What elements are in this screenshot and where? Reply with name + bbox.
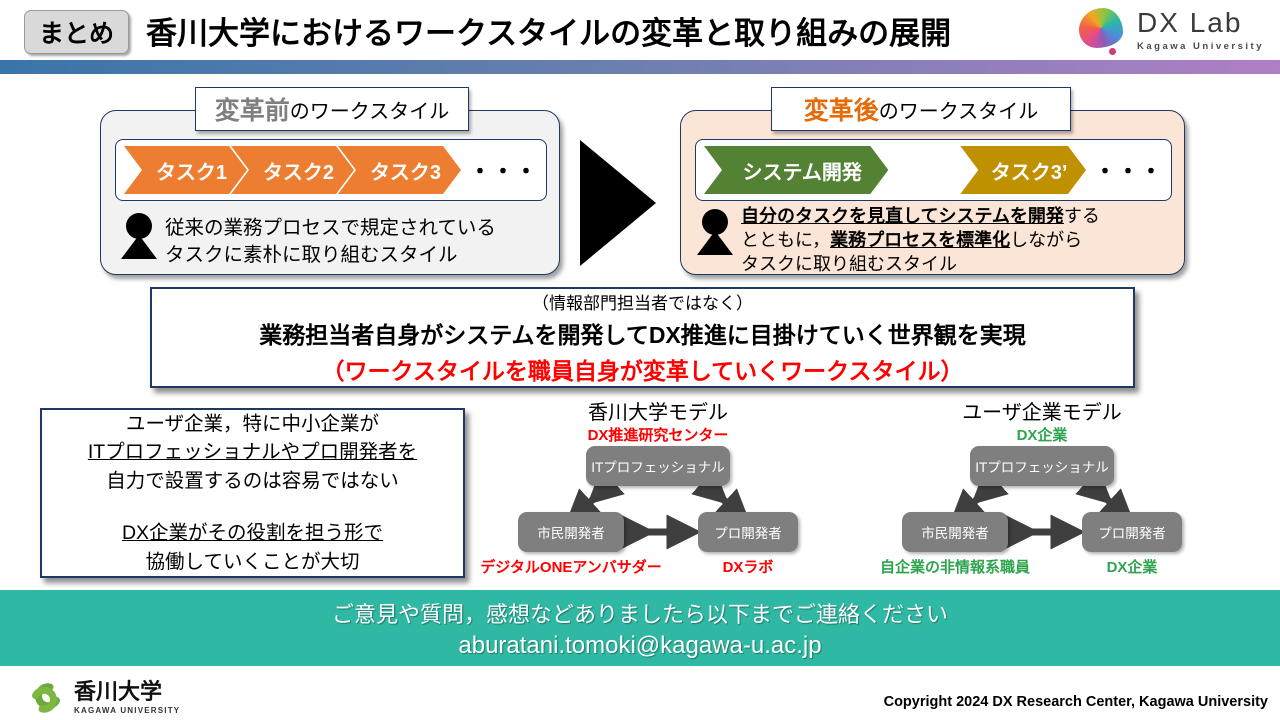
ellipsis-dots: ・・・ xyxy=(469,159,539,184)
note-line3: 自力で設置するのは容易ではない xyxy=(106,469,399,492)
before-label-strong: 変革前 xyxy=(214,97,290,125)
triangle-arrows xyxy=(949,468,1135,550)
model-left-label: 自企業の非情報系職員 xyxy=(879,559,1031,576)
page-title: 香川大学におけるワークスタイルの変革と取り組みの展開 xyxy=(146,16,952,51)
task1-chevron: タスク1 xyxy=(124,146,247,194)
note-line4: DX企業がその役割を担う形で xyxy=(121,522,384,545)
dxlab-brain-icon xyxy=(1079,4,1127,56)
contact-band: ご意見や質問，感想などありましたら以下までご連絡ください aburatani.t… xyxy=(0,590,1280,666)
before-description: 従来の業務プロセスで規定されている タスクに素朴に取り組むスタイル xyxy=(165,217,496,266)
before-workstyle-box: 変革前のワークスタイル タスク1 タスク2 タスク3 ・・・ 従来の業務プロセス… xyxy=(100,87,560,275)
user-company-note-box: ユーザ企業，特に中小企業が ITプロフェッショナルやプロ開発者を 自力で設置する… xyxy=(40,408,465,578)
contact-email: aburatani.tomoki@kagawa-u.ac.jp xyxy=(458,631,822,659)
header-divider-bar xyxy=(0,60,1280,74)
note-line5: 協働していくことが大切 xyxy=(145,550,360,573)
model-right-label: DX企業 xyxy=(1106,559,1158,576)
statement-line2: 業務担当者自身がシステムを開発してDX推進に目掛けていく世界観を実現 xyxy=(259,322,1026,348)
note-line1: ユーザ企業，特に中小企業が xyxy=(125,413,380,435)
citizen-developer-node: 市民開発者 xyxy=(518,512,624,552)
citizen-developer-node: 市民開発者 xyxy=(902,512,1008,552)
person-icon xyxy=(695,209,735,255)
after-persona: 自分のタスクを見直してシステムを開発する とともに，業務プロセスを標準化しながら… xyxy=(695,203,1180,276)
model-top-label: DX推進研究センター xyxy=(587,427,729,444)
university-name: 香川大学 xyxy=(74,679,163,704)
system-dev-chevron: システム開発 xyxy=(704,146,888,194)
model-top-label: DX企業 xyxy=(1016,427,1068,444)
kagawa-university-mark-icon xyxy=(32,683,60,713)
task2-chevron: タスク2 xyxy=(231,146,354,194)
vision-statement-box: （情報部門担当者ではなく） 業務担当者自身がシステムを開発してDX推進に目掛けて… xyxy=(150,287,1135,388)
statement-line1: （情報部門担当者ではなく） xyxy=(532,294,753,313)
before-persona: 従来の業務プロセスで規定されている タスクに素朴に取り組むスタイル xyxy=(119,207,549,269)
model-left-label: デジタルONEアンバサダー xyxy=(480,559,662,576)
before-workstyle-label: 変革前のワークスタイル xyxy=(195,87,469,131)
after-workstyle-label: 変革後のワークスタイル xyxy=(771,87,1071,131)
note-line2: ITプロフェッショナルやプロ開発者を xyxy=(87,441,418,464)
after-workstyle-box: 変革後のワークスタイル システム開発 タスク3’ ・・・ 自分のタスクを見直して… xyxy=(680,87,1185,276)
summary-badge: まとめ xyxy=(24,10,130,54)
university-name-en: KAGAWA UNIVERSITY xyxy=(74,706,181,715)
dxlab-logo-subtext: Kagawa University xyxy=(1137,40,1264,52)
model-right-label: DXラボ xyxy=(722,559,774,576)
model-title: ユーザ企業モデル xyxy=(962,402,1122,424)
pro-developer-node: プロ開発者 xyxy=(1082,512,1182,552)
after-description: 自分のタスクを見直してシステムを開発する とともに，業務プロセスを標準化しながら… xyxy=(741,206,1100,274)
it-professional-node: ITプロフェッショナル xyxy=(970,446,1114,486)
before-task-strip: タスク1 タスク2 タスク3 ・・・ xyxy=(115,139,547,201)
dxlab-logo: DX Lab Kagawa University xyxy=(1079,4,1264,56)
model-title: 香川大学モデル xyxy=(588,402,728,424)
kagawa-university-logo: 香川大学 KAGAWA UNIVERSITY xyxy=(26,680,180,716)
pro-developer-node: プロ開発者 xyxy=(698,512,798,552)
kagawa-university-model-diagram: 香川大学モデル DX推進研究センター ITプロフェッショナル 市民開発者 プロ開… xyxy=(480,396,828,588)
after-label-strong: 変革後 xyxy=(803,97,879,125)
person-icon xyxy=(119,213,159,259)
triangle-arrows xyxy=(565,468,751,550)
copyright-text: Copyright 2024 DX Research Center, Kagaw… xyxy=(883,694,1268,710)
task3prime-chevron: タスク3’ xyxy=(960,146,1086,194)
contact-message: ご意見や質問，感想などありましたら以下までご連絡ください xyxy=(331,601,948,627)
transition-arrow-icon xyxy=(580,140,656,266)
before-label-rest: のワークスタイル xyxy=(289,100,450,123)
statement-line3: （ワークスタイルを職員自身が変革していくワークスタイル） xyxy=(321,358,964,384)
after-task-strip: システム開発 タスク3’ ・・・ xyxy=(695,139,1172,201)
ellipsis-dots: ・・・ xyxy=(1093,159,1163,184)
task3-chevron: タスク3 xyxy=(338,146,461,194)
user-company-model-diagram: ユーザ企業モデル DX企業 ITプロフェッショナル 市民開発者 プロ開発者 自企… xyxy=(872,396,1212,588)
dxlab-logo-text: DX Lab xyxy=(1137,6,1243,38)
after-label-rest: のワークスタイル xyxy=(878,100,1039,123)
it-professional-node: ITプロフェッショナル xyxy=(586,446,730,486)
